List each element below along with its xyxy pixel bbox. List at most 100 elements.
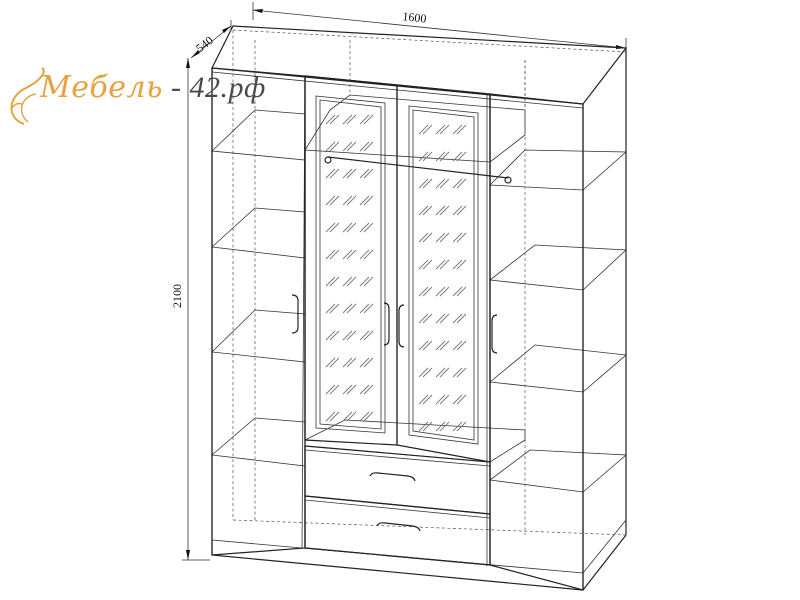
mirror-door-right[interactable] (396, 84, 491, 463)
brand-logo[interactable]: Мебель - 42.рф (40, 70, 266, 105)
reflection-mark (325, 141, 336, 152)
reflection-mark (422, 340, 433, 351)
reflection-mark (439, 178, 450, 189)
carcass (211, 30, 627, 591)
reflection-mark (342, 114, 353, 125)
handle-icon[interactable] (398, 304, 405, 348)
reflection-mark (363, 330, 374, 341)
reflection-mark (418, 205, 429, 216)
reflection-mark (422, 151, 433, 162)
reflection-mark (329, 384, 340, 395)
reflection-mark (435, 205, 446, 216)
orange-swirl-icon (10, 67, 45, 125)
reflection-mark (329, 330, 340, 341)
reflection-mark (359, 141, 370, 152)
reflection-mark (329, 276, 340, 287)
upper-drawer[interactable] (304, 445, 491, 515)
brand-name: Мебель (40, 70, 163, 105)
reflection-mark (456, 394, 467, 405)
reflection-mark (452, 286, 463, 297)
reflection-mark (422, 313, 433, 324)
lower-drawer[interactable] (304, 495, 491, 566)
reflection-mark (452, 124, 463, 135)
reflection-mark (456, 286, 467, 297)
reflection-mark (418, 286, 429, 297)
reflection-mark (359, 303, 370, 314)
left-door[interactable] (211, 67, 306, 556)
reflection-mark (435, 367, 446, 378)
reflection-mark (422, 178, 433, 189)
reflection-mark (418, 124, 429, 135)
brand-separator: - (162, 71, 190, 104)
reflection-mark (439, 124, 450, 135)
reflection-mark (346, 303, 357, 314)
reflection-mark (363, 357, 374, 368)
reflection-mark (363, 303, 374, 314)
reflection-mark (422, 259, 433, 270)
reflection-mark (435, 313, 446, 324)
height-dimension: 2100 (170, 58, 210, 561)
reflection-mark (359, 330, 370, 341)
reflection-mark (346, 195, 357, 206)
reflection-mark (325, 330, 336, 341)
reflection-mark (342, 330, 353, 341)
reflection-mark (329, 168, 340, 179)
reflection-mark (329, 357, 340, 368)
handle-icon[interactable] (383, 302, 390, 346)
reflection-mark (422, 232, 433, 243)
reflection-mark (422, 286, 433, 297)
reflection-mark (346, 222, 357, 233)
reflection-mark (418, 340, 429, 351)
top-panel (211, 25, 628, 109)
handle-icon[interactable] (491, 314, 498, 354)
left-shelves (211, 40, 306, 520)
reflection-mark (418, 259, 429, 270)
reflection-mark (363, 114, 374, 125)
reflection-mark (452, 232, 463, 243)
reflection-mark (452, 367, 463, 378)
reflection-mark (418, 394, 429, 405)
reflection-mark (342, 411, 353, 422)
reflection-mark (418, 421, 429, 432)
middle-section (304, 40, 526, 566)
reflection-mark (439, 367, 450, 378)
brand-domain: 42.рф (189, 71, 266, 104)
reflection-mark (456, 421, 467, 432)
reflection-mark (346, 357, 357, 368)
reflection-mark (439, 394, 450, 405)
handle-icon[interactable] (369, 472, 416, 482)
reflection-mark (422, 421, 433, 432)
handle-icon[interactable] (291, 294, 299, 334)
reflection-mark (363, 222, 374, 233)
depth-dimension: 540 (190, 20, 232, 59)
reflection-mark (452, 205, 463, 216)
reflection-mark (363, 411, 374, 422)
reflection-mark (329, 249, 340, 260)
reflection-mark (359, 168, 370, 179)
reflection-mark (363, 249, 374, 260)
reflection-mark (452, 178, 463, 189)
reflection-mark (452, 313, 463, 324)
reflection-mark (452, 259, 463, 270)
reflection-mark (342, 357, 353, 368)
reflection-mark (439, 151, 450, 162)
reflection-mark (439, 421, 450, 432)
mirror-reflection-marks (325, 114, 467, 432)
reflection-mark (346, 249, 357, 260)
handle-icon[interactable] (376, 522, 421, 532)
right-door[interactable] (486, 93, 584, 591)
reflection-mark (439, 340, 450, 351)
reflection-mark (359, 249, 370, 260)
reflection-mark (363, 195, 374, 206)
reflection-mark (346, 384, 357, 395)
reflection-mark (346, 411, 357, 422)
reflection-mark (359, 114, 370, 125)
reflection-mark (329, 303, 340, 314)
reflection-mark (418, 313, 429, 324)
reflection-mark (422, 367, 433, 378)
reflection-mark (435, 124, 446, 135)
reflection-mark (359, 276, 370, 287)
reflection-mark (422, 205, 433, 216)
reflection-mark (435, 178, 446, 189)
